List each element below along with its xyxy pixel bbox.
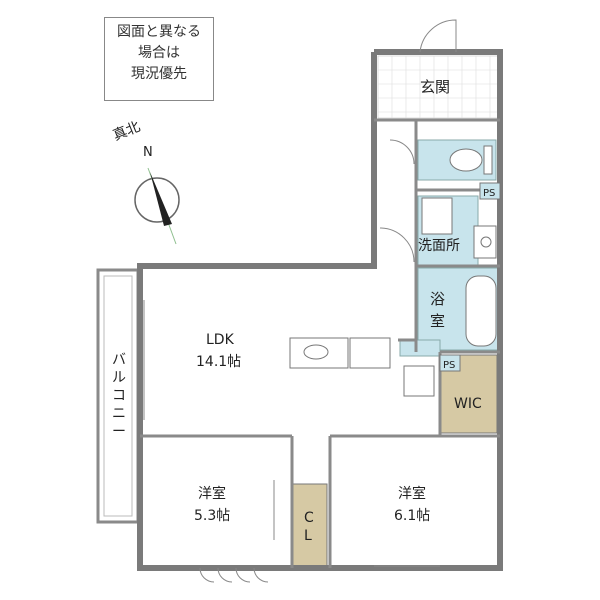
compass-n-letter: N: [143, 145, 153, 160]
washer-pan-icon: [421, 197, 453, 235]
compass-label: 真北: [111, 119, 143, 144]
wic-label: WIC: [454, 396, 482, 412]
fridge-space-icon: [403, 365, 435, 397]
note-line-3: 現況優先: [131, 66, 187, 82]
yoshitsu-right-size: 6.1帖: [394, 508, 430, 524]
kitchen-sink-counter-icon: [289, 337, 349, 369]
stove-counter-icon: [349, 337, 391, 369]
cl-floor: [292, 483, 328, 567]
fixtures: [289, 145, 497, 397]
genkan-tiles: [378, 56, 500, 118]
ps-upper-label: PS: [483, 188, 495, 199]
balcony-char: ニ: [112, 406, 126, 422]
balcony-inner: [103, 275, 133, 517]
yoshitsu-right-name: 洋室: [398, 485, 426, 502]
balcony-char: ル: [112, 370, 126, 386]
ldk-name: LDK: [206, 332, 235, 348]
balcony-char: コ: [112, 388, 126, 404]
cl-label-2: L: [304, 528, 312, 544]
yokushitsu-label-1: 浴: [430, 290, 445, 308]
genkan-label: 玄関: [420, 78, 450, 96]
yokushitsu-label-2: 室: [430, 312, 445, 330]
kitchen-sink-bowl-icon: [303, 344, 329, 360]
genkan-floor: [377, 55, 501, 119]
note-line-1: 図面と異なる: [117, 24, 201, 40]
compass: N 真北: [111, 119, 180, 245]
toilet-icon: [449, 148, 483, 172]
bathtub-icon: [465, 275, 497, 347]
ps-lower-label: PS: [443, 360, 455, 371]
sink-bowl-icon: [480, 236, 492, 248]
cl-label-1: C: [304, 510, 314, 526]
senmenjo-label: 洗面所: [418, 238, 460, 254]
ps-upper-box: [479, 182, 501, 200]
bath-entry-floor: [399, 339, 441, 357]
yoshitsu-left-size: 5.3帖: [194, 508, 230, 524]
disclaimer-note: 図面と異なる 場合は 現況優先: [104, 17, 214, 101]
balcony-label: バ ル コ ニ ー: [112, 352, 126, 440]
balcony: [96, 268, 140, 524]
compass-needle: [150, 172, 172, 226]
balcony-char: ー: [112, 424, 126, 440]
exterior-wall: [137, 49, 503, 571]
ps-lower-box: [439, 354, 461, 372]
toilet-tank-icon: [483, 145, 493, 175]
balcony-char: バ: [112, 352, 126, 368]
compass-circle: [134, 177, 180, 223]
yoshitsu-left-name: 洋室: [198, 485, 226, 502]
note-line-2: 場合は: [138, 45, 180, 61]
doors: [143, 19, 457, 583]
ldk-size: 14.1帖: [196, 354, 241, 370]
